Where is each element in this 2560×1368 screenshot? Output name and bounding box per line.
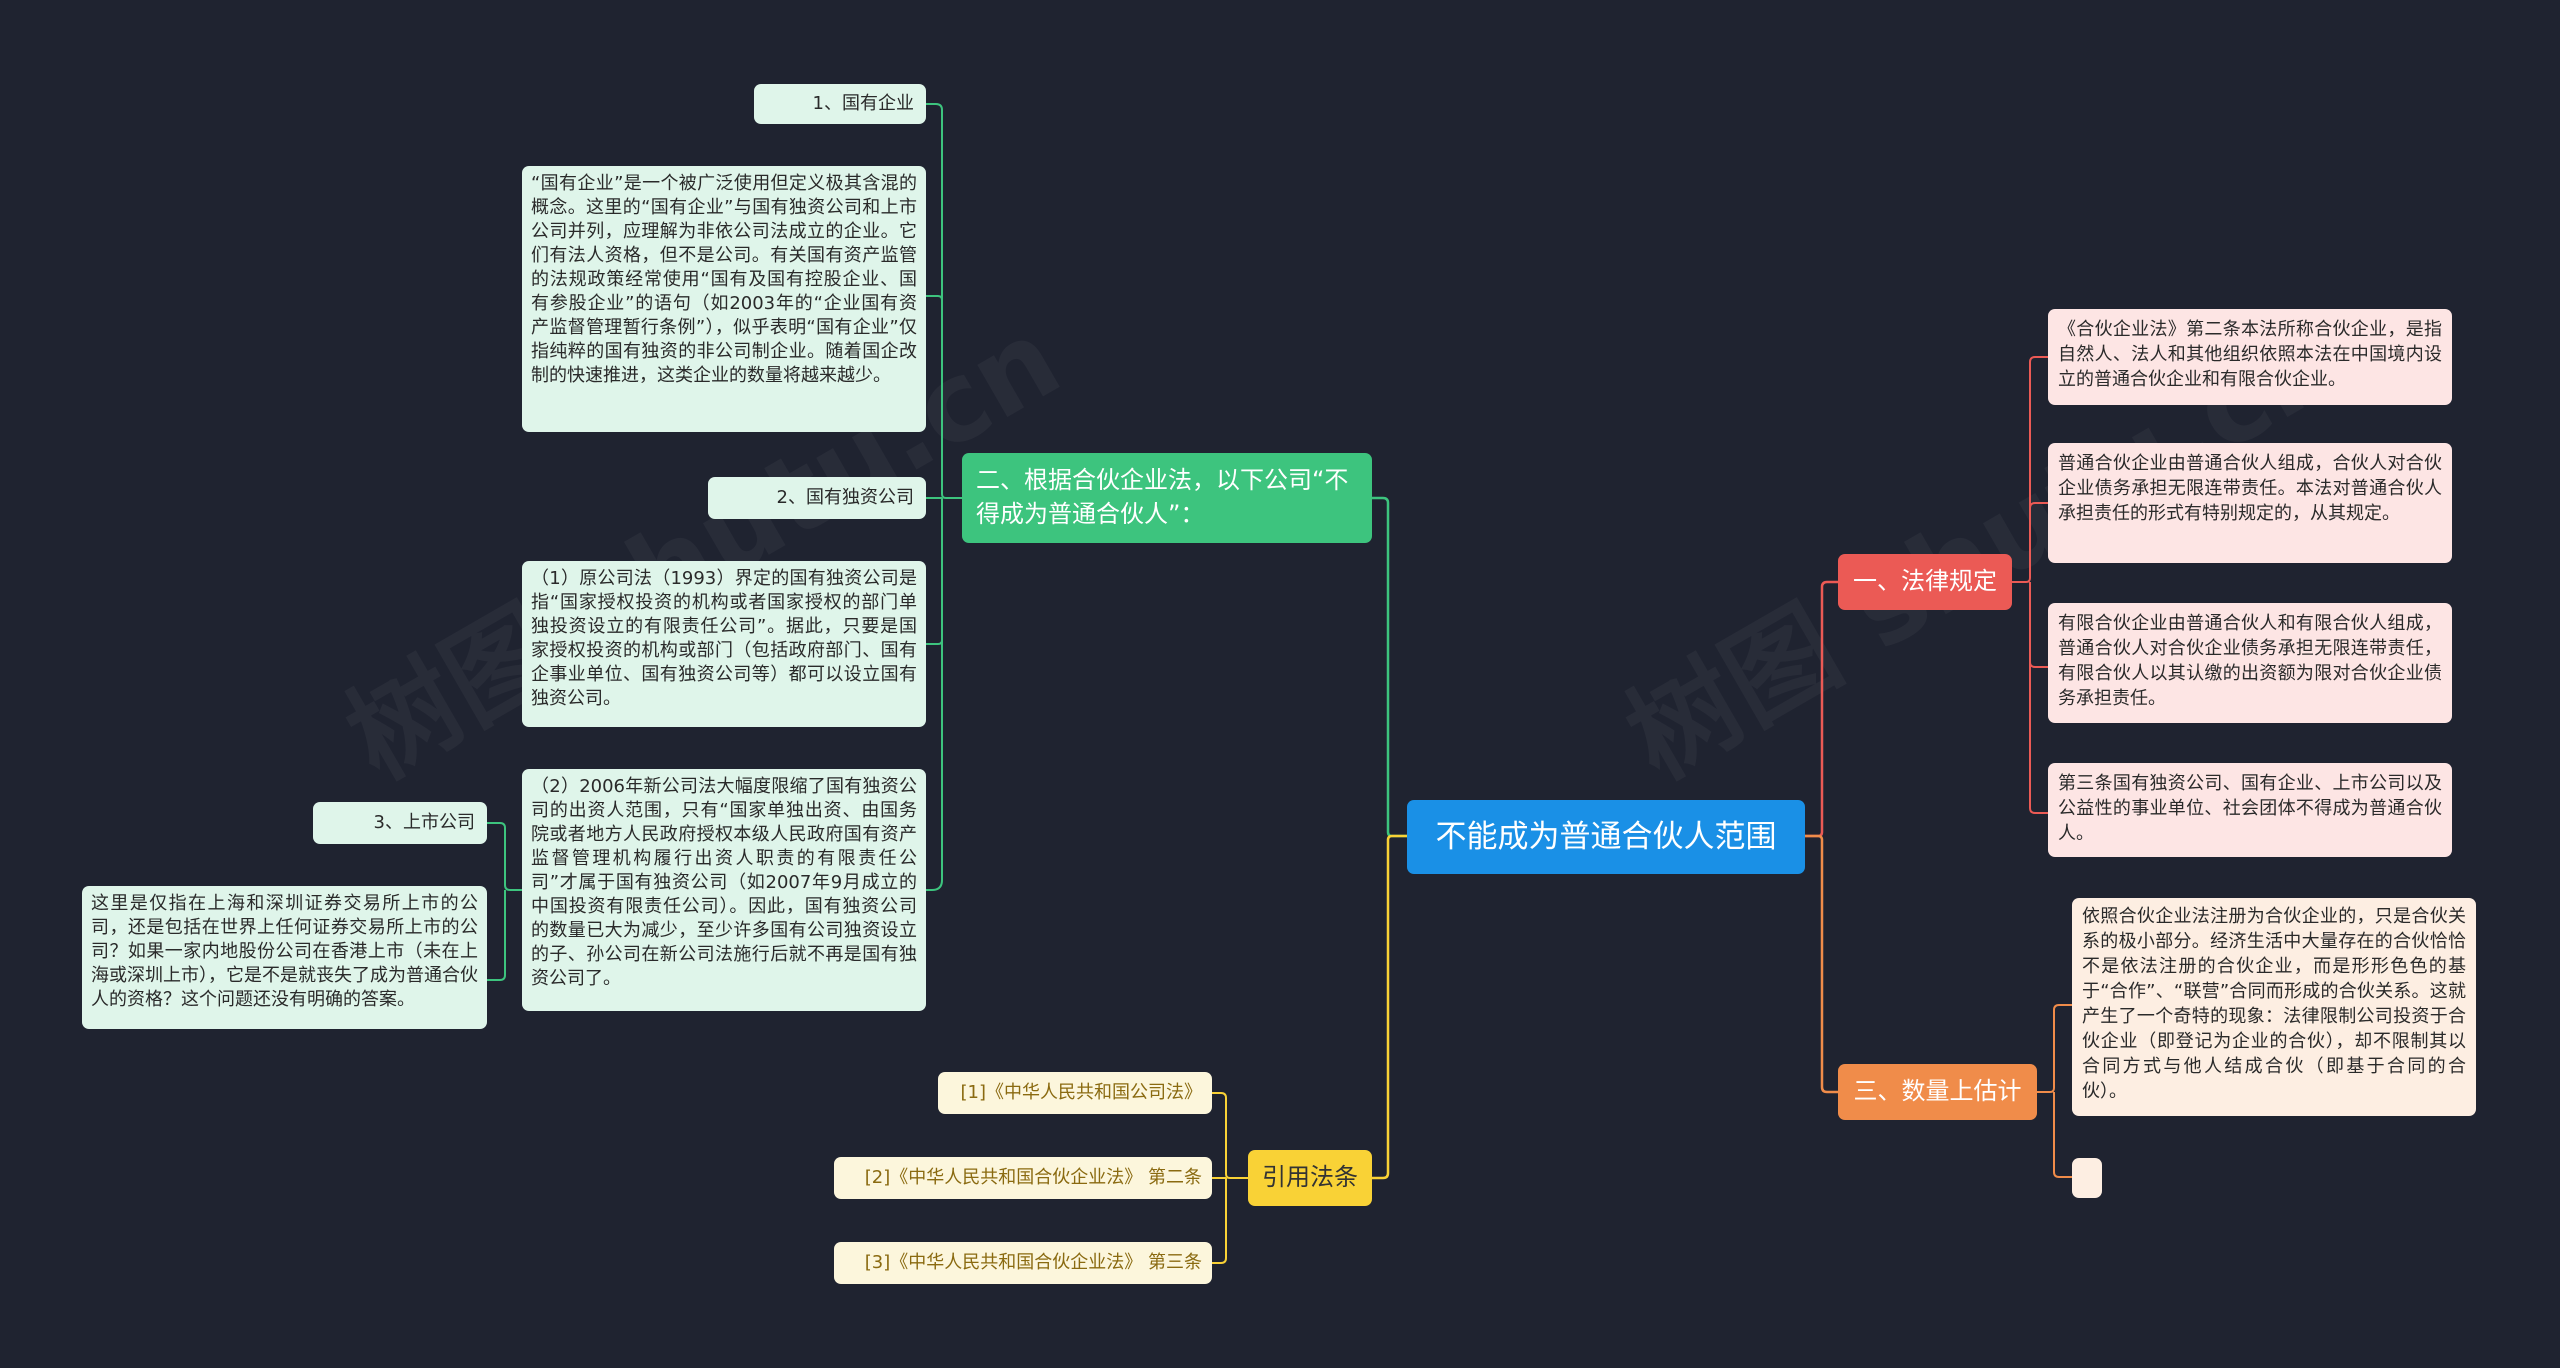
leaf-wholly-state-owned-detail-1[interactable]: （1）原公司法（1993）界定的国有独资公司是指“国家授权投资的机构或者国家授权…	[522, 561, 926, 727]
branch-not-eligible-companies[interactable]: 二、根据合伙企业法，以下公司“不得成为普通合伙人”：	[962, 453, 1372, 543]
leaf-state-owned-enterprise-detail[interactable]: “国有企业”是一个被广泛使用但定义极其含混的概念。这里的“国有企业”与国有独资公…	[522, 166, 926, 432]
branch-quantity-estimate[interactable]: 三、数量上估计	[1838, 1064, 2037, 1120]
leaf-cited-law-2[interactable]: [2]《中华人民共和国合伙企业法》 第二条	[834, 1157, 1212, 1199]
leaf-legal-provision-3[interactable]: 有限合伙企业由普通合伙人和有限合伙人组成，普通合伙人对合伙企业债务承担无限连带责…	[2048, 603, 2452, 723]
leaf-legal-provision-2[interactable]: 普通合伙企业由普通合伙人组成，合伙人对合伙企业债务承担无限连带责任。本法对普通合…	[2048, 443, 2452, 563]
leaf-wholly-state-owned-company[interactable]: 2、国有独资公司	[708, 477, 926, 519]
leaf-state-owned-enterprise[interactable]: 1、国有企业	[754, 84, 926, 124]
leaf-wholly-state-owned-detail-2[interactable]: （2）2006年新公司法大幅度限缩了国有独资公司的出资人范围，只有“国家单独出资…	[522, 769, 926, 1011]
leaf-legal-provision-1[interactable]: 《合伙企业法》第二条本法所称合伙企业，是指自然人、法人和其他组织依照本法在中国境…	[2048, 309, 2452, 405]
branch-legal-provisions[interactable]: 一、法律规定	[1838, 554, 2012, 610]
leaf-cited-law-3[interactable]: [3]《中华人民共和国合伙企业法》 第三条	[834, 1242, 1212, 1284]
root-topic[interactable]: 不能成为普通合伙人范围	[1407, 800, 1805, 874]
branch-cited-laws[interactable]: 引用法条	[1248, 1150, 1372, 1206]
leaf-listed-company-detail[interactable]: 这里是仅指在上海和深圳证券交易所上市的公司，还是包括在世界上任何证券交易所上市的…	[82, 886, 487, 1029]
leaf-empty[interactable]	[2072, 1158, 2102, 1198]
leaf-legal-provision-4[interactable]: 第三条国有独资公司、国有企业、上市公司以及公益性的事业单位、社会团体不得成为普通…	[2048, 763, 2452, 857]
leaf-listed-company[interactable]: 3、上市公司	[313, 802, 487, 844]
leaf-quantity-estimate-detail[interactable]: 依照合伙企业法注册为合伙企业的，只是合伙关系的极小部分。经济生活中大量存在的合伙…	[2072, 898, 2476, 1116]
leaf-cited-law-1[interactable]: [1]《中华人民共和国公司法》	[938, 1072, 1212, 1114]
